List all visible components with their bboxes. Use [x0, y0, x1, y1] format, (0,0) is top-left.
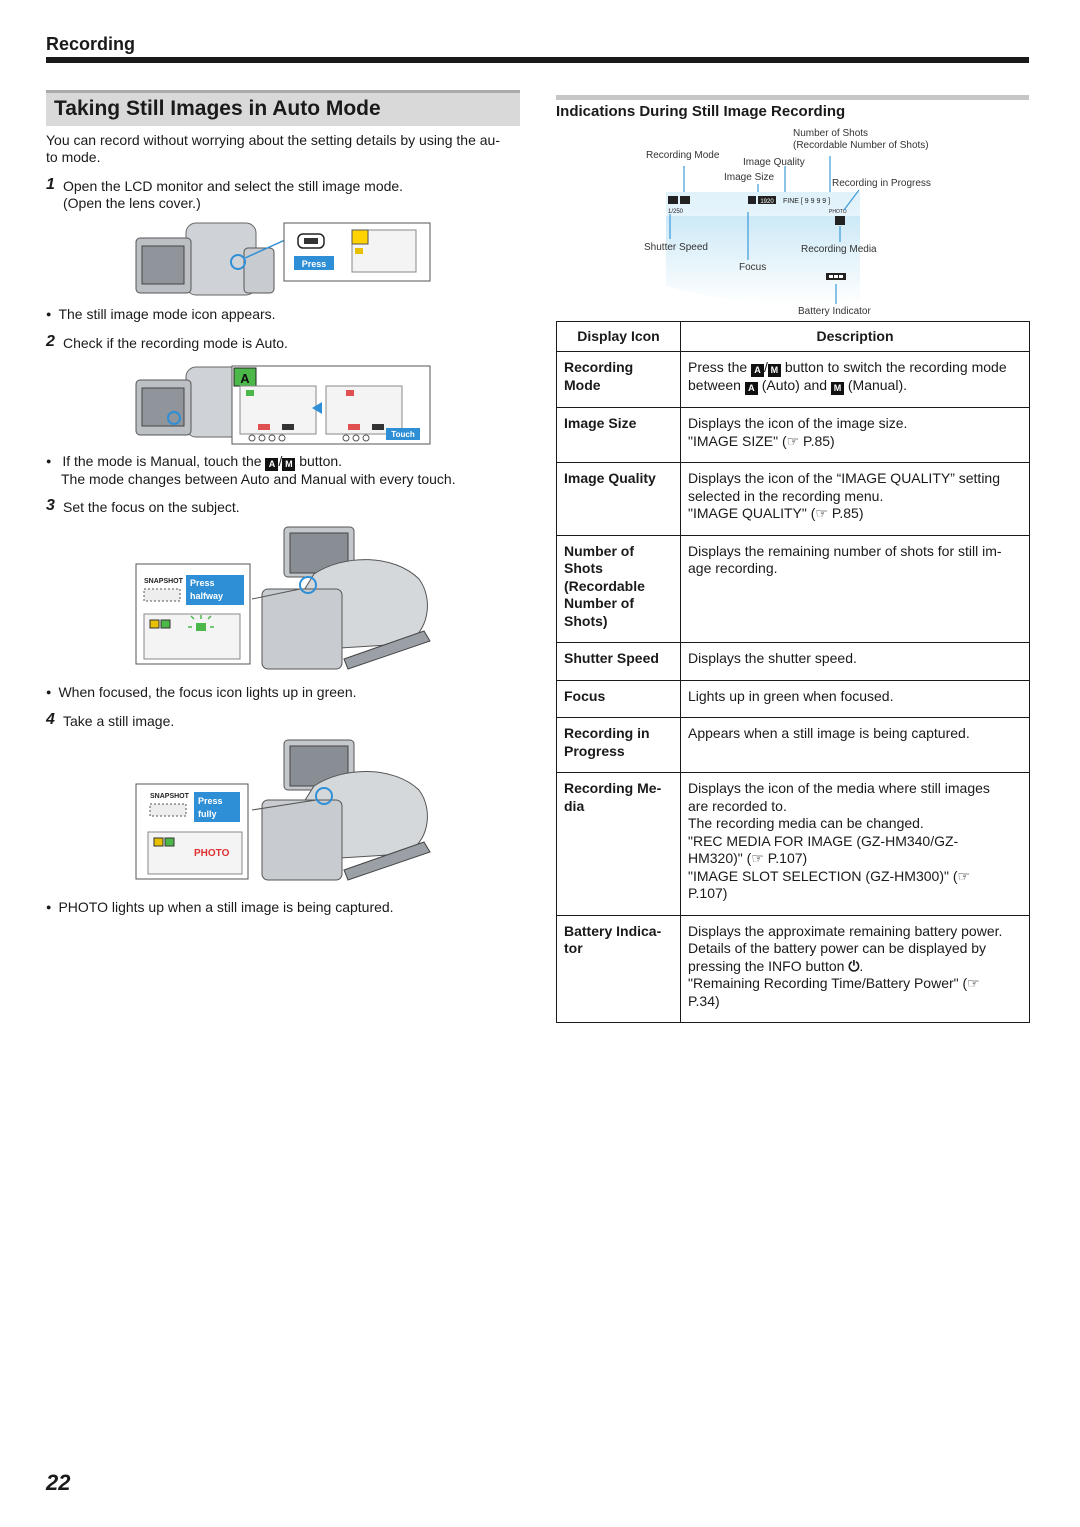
svg-text:Press: Press — [302, 259, 327, 269]
header-rule — [46, 57, 1029, 63]
link-rec-media[interactable]: "REC MEDIA FOR IMAGE (GZ-HM340/GZ- — [688, 832, 959, 849]
svg-text:Press: Press — [198, 796, 223, 806]
svg-text:Press: Press — [190, 578, 215, 588]
diag-label-recording-mode: Recording Mode — [646, 150, 720, 161]
page-title: Taking Still Images in Auto Mode — [54, 97, 381, 120]
table-row: Image Quality Displays the icon of the “… — [556, 462, 1030, 536]
step-2-text: Check if the recording mode is Auto. — [63, 335, 288, 351]
diag-label-recording-in-progress: Recording in Progress — [832, 178, 931, 189]
table-row: Recording Me- dia Displays the icon of t… — [556, 772, 1030, 916]
section-header: Recording — [46, 34, 136, 54]
note-still-icon: The still image mode icon appears. — [46, 306, 275, 325]
svg-text:A: A — [240, 371, 250, 386]
svg-text:FINE [ 9 9 9 9 ]: FINE [ 9 9 9 9 ] — [783, 198, 830, 205]
table-row: Image Size Displays the icon of the imag… — [556, 407, 1030, 463]
svg-text:PHOTO: PHOTO — [194, 848, 230, 859]
diag-label-recording-media: Recording Media — [801, 244, 877, 255]
right-section-title: Indications During Still Image Recording — [556, 103, 846, 120]
figure-still-mode-button: Press — [134, 218, 434, 303]
table-header-row: Display Icon Description — [556, 321, 1030, 352]
table-row: Focus Lights up in green when focused. — [556, 679, 1030, 718]
table-row: Recording in Progress Appears when a sti… — [556, 717, 1030, 773]
svg-text:1/250: 1/250 — [668, 209, 684, 215]
step-1-number: 1 — [46, 176, 55, 193]
link-image-quality[interactable]: "IMAGE QUALITY" (☞ P.85) — [688, 505, 864, 521]
diag-label-battery-indicator: Battery Indicator — [798, 306, 871, 317]
header-description: Description — [680, 321, 1030, 352]
note-mode-change: The mode changes between Auto and Manual… — [61, 471, 456, 487]
link-image-slot[interactable]: "IMAGE SLOT SELECTION (GZ-HM300)" (☞ — [688, 867, 971, 884]
step-4-text: Take a still image. — [63, 713, 175, 729]
manual-icon: M — [767, 364, 781, 377]
note-manual-toggle: If the mode is Manual, touch the A/M but… — [46, 453, 342, 472]
power-icon: ⏻ — [848, 957, 860, 974]
figure-press-fully: SNAPSHOT Press fully PHOTO — [134, 734, 434, 884]
step-3-text: Set the focus on the subject. — [63, 499, 240, 515]
table-row: Recording Mode Press the A/M button to s… — [556, 351, 1030, 408]
step-1-text: Open the LCD monitor and select the stil… — [63, 178, 404, 211]
auto-icon: A — [751, 364, 765, 377]
svg-text:Touch: Touch — [391, 430, 415, 439]
step-2-number: 2 — [46, 333, 55, 350]
intro-paragraph: You can record without worrying about th… — [46, 132, 500, 165]
svg-text:fully: fully — [198, 809, 217, 819]
auto-icon: A — [744, 382, 758, 395]
note-photo-lights: PHOTO lights up when a still image is be… — [46, 899, 393, 918]
svg-text:1920: 1920 — [760, 199, 774, 205]
page-title-box: Taking Still Images in Auto Mode — [46, 90, 520, 126]
figure-press-halfway: SNAPSHOT Press halfway — [134, 519, 434, 674]
diag-label-focus: Focus — [739, 262, 767, 273]
header-display-icon: Display Icon — [556, 321, 681, 352]
table-row: Battery Indica- tor Displays the approxi… — [556, 914, 1030, 1023]
figure-auto-manual: A Touch — [134, 362, 434, 447]
svg-text:SNAPSHOT: SNAPSHOT — [144, 578, 184, 585]
diag-label-number-of-shots: Number of Shots (Recordable Number of Sh… — [793, 128, 929, 151]
diag-label-image-quality: Image Quality — [743, 157, 805, 168]
diag-label-shutter-speed: Shutter Speed — [644, 242, 708, 253]
step-4-number: 4 — [46, 711, 55, 728]
table-row: Shutter Speed Displays the shutter speed… — [556, 642, 1030, 681]
svg-text:halfway: halfway — [190, 591, 223, 601]
svg-text:PHOTO: PHOTO — [829, 209, 847, 215]
indications-diagram: 1/250 1920 FINE [ 9 9 9 9 ] PHOTO Number… — [640, 126, 940, 317]
table-row: Number of Shots (Recordable Number of Sh… — [556, 534, 1030, 643]
indications-table: Display Icon Description Recording Mode … — [556, 321, 1030, 1023]
manual-icon: M — [282, 458, 296, 471]
link-battery-power[interactable]: "Remaining Recording Time/Battery Power"… — [688, 975, 980, 991]
note-focus-green: When focused, the focus icon lights up i… — [46, 684, 356, 703]
manual-icon: M — [830, 382, 844, 395]
diag-label-image-size: Image Size — [724, 172, 775, 183]
svg-text:SNAPSHOT: SNAPSHOT — [150, 793, 190, 800]
auto-icon: A — [265, 458, 279, 471]
right-title-rule — [556, 95, 1029, 100]
step-3-number: 3 — [46, 497, 55, 514]
link-image-size[interactable]: "IMAGE SIZE" (☞ P.85) — [688, 432, 835, 449]
page-number: 22 — [46, 1470, 71, 1495]
